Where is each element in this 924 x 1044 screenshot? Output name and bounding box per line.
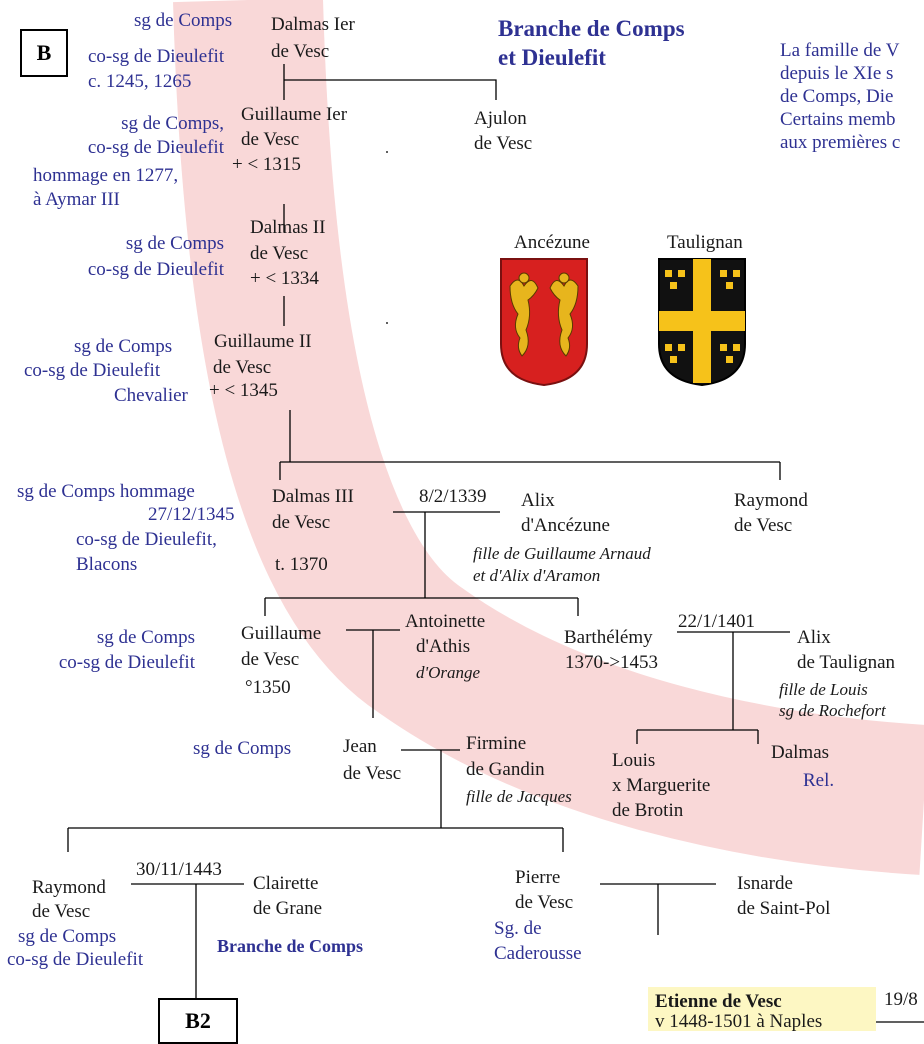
louis-name: Louis xyxy=(612,750,656,771)
guillaume2-name: Guillaume II xyxy=(214,331,312,352)
dalmas1-note-3: c. 1245, 1265 xyxy=(88,71,192,92)
raymond2-surname: de Vesc xyxy=(32,901,91,922)
alix-ancezune-father: fille de Guillaume Arnaud xyxy=(473,544,651,563)
alix-taulignan-surname: de Taulignan xyxy=(797,652,896,673)
raymond2-note-2: co-sg de Dieulefit xyxy=(7,949,144,970)
ajulon-surname: de Vesc xyxy=(474,133,533,154)
dalmas3-note-1: sg de Comps hommage xyxy=(17,481,195,502)
antoinette-name: Antoinette xyxy=(405,611,486,632)
raymond1-surname: de Vesc xyxy=(734,515,793,536)
pierre-surname: de Vesc xyxy=(515,892,574,913)
raymond2-note-1: sg de Comps xyxy=(18,926,117,947)
guillaume2-surname: de Vesc xyxy=(213,357,272,378)
marriage-date-barthelemy: 22/1/1401 xyxy=(678,611,756,632)
alix-ancezune-name: Alix xyxy=(521,490,555,511)
dalmas1-name: Dalmas Ier xyxy=(271,14,355,35)
guillaume3-birth: °1350 xyxy=(245,677,291,698)
antoinette-surname: d'Athis xyxy=(416,636,471,657)
dalmas2-note-2: co-sg de Dieulefit xyxy=(87,259,224,280)
isnarde-name: Isnarde xyxy=(737,873,793,894)
dalmas3-tested: t. 1370 xyxy=(275,554,328,575)
intro-line-4: Certains memb xyxy=(780,109,896,130)
alix-taulignan-name: Alix xyxy=(797,627,831,648)
barthelemy-dates: 1370->1453 xyxy=(565,652,659,673)
page-title: Branche de Comps xyxy=(498,16,685,41)
jean-surname: de Vesc xyxy=(343,763,402,784)
alix-taulignan-father: fille de Louis xyxy=(779,680,868,699)
intro-line-3: de Comps, Die xyxy=(780,86,894,107)
intro-line-1: La famille de V xyxy=(780,40,900,61)
etienne-name: Etienne de Vesc xyxy=(655,991,782,1012)
dalmas3-note-2: 27/12/1345 xyxy=(148,504,235,525)
etienne-marriage-date: 19/8 xyxy=(884,989,918,1010)
intro-line-2: depuis le XIe s xyxy=(780,63,894,84)
guillaume2-note-2: co-sg de Dieulefit xyxy=(24,360,161,381)
raymond2-name: Raymond xyxy=(32,877,106,898)
alix-ancezune-mother: et d'Alix d'Aramon xyxy=(473,566,601,585)
ancezune-shield-icon xyxy=(500,258,588,387)
barthelemy-name: Barthélémy xyxy=(564,627,653,648)
dalmas3-surname: de Vesc xyxy=(272,512,331,533)
guillaume3-surname: de Vesc xyxy=(241,649,300,670)
clairette-surname: de Grane xyxy=(253,898,323,919)
guillaume1-name: Guillaume Ier xyxy=(241,104,348,125)
intro-line-5: aux premières c xyxy=(780,132,901,153)
guillaume1-death: + < 1315 xyxy=(232,154,301,175)
etienne-dates: v 1448-1501 à Naples xyxy=(655,1011,823,1032)
guillaume2-note-3: Chevalier xyxy=(114,385,188,406)
dalmas2-note-1: sg de Comps xyxy=(125,233,224,254)
guillaume3-note-2: co-sg de Dieulefit xyxy=(58,652,195,673)
jean-note: sg de Comps xyxy=(193,738,292,759)
guillaume3-note-1: sg de Comps xyxy=(96,627,195,648)
ajulon-name: Ajulon xyxy=(474,108,527,129)
dalmas3-note-4: Blacons xyxy=(76,554,138,575)
firmine-name: Firmine xyxy=(466,733,527,754)
branch-link-comps[interactable]: Branche de Comps xyxy=(217,936,364,956)
louis-spouse-surname: de Brotin xyxy=(612,800,684,821)
guillaume2-note-1: sg de Comps xyxy=(74,336,173,357)
guillaume1-note-3: hommage en 1277, xyxy=(33,165,179,186)
dalmas1-surname: de Vesc xyxy=(271,41,330,62)
guillaume1-note-4: à Aymar III xyxy=(33,189,120,210)
alix-taulignan-title: sg de Rochefort xyxy=(779,701,886,720)
raymond1-name: Raymond xyxy=(734,490,808,511)
antoinette-origin: d'Orange xyxy=(416,663,481,682)
taulignan-shield-icon xyxy=(658,258,746,387)
arms-label-taulignan: Taulignan xyxy=(667,232,743,253)
firmine-father: fille de Jacques xyxy=(466,787,572,806)
dalmas1-note-2: co-sg de Dieulefit xyxy=(88,46,225,67)
isnarde-surname: de Saint-Pol xyxy=(737,898,831,919)
firmine-surname: de Gandin xyxy=(466,759,545,780)
dalmas3-name: Dalmas III xyxy=(272,486,354,507)
dalmas2-death: + < 1334 xyxy=(250,268,319,289)
dalmas4-note: Rel. xyxy=(803,770,835,791)
page-title-line2: et Dieulefit xyxy=(498,45,606,70)
guillaume1-note-2: co-sg de Dieulefit xyxy=(87,137,224,158)
guillaume1-surname: de Vesc xyxy=(241,129,300,150)
dalmas4-name: Dalmas xyxy=(771,742,830,763)
branch-box-b2[interactable]: B2 xyxy=(158,998,238,1044)
branch-box-b: B xyxy=(20,29,68,77)
etienne-highlight xyxy=(648,987,876,1031)
dalmas1-note-1: sg de Comps xyxy=(134,10,233,31)
jean-name: Jean xyxy=(343,736,377,757)
pierre-name: Pierre xyxy=(515,867,561,888)
guillaume1-note-1: sg de Comps, xyxy=(121,113,224,134)
louis-spouse: x Marguerite xyxy=(612,775,711,796)
marriage-date-raymond2: 30/11/1443 xyxy=(136,859,222,880)
alix-ancezune-surname: d'Ancézune xyxy=(521,515,610,536)
clairette-name: Clairette xyxy=(253,873,319,894)
marriage-date-dalmas3: 8/2/1339 xyxy=(419,486,487,507)
dalmas3-note-3: co-sg de Dieulefit, xyxy=(76,529,217,550)
dalmas2-name: Dalmas II xyxy=(250,217,326,238)
guillaume3-name: Guillaume xyxy=(241,623,322,644)
arms-label-ancezune: Ancézune xyxy=(514,232,590,253)
dalmas2-surname: de Vesc xyxy=(250,243,309,264)
pierre-note-2: Caderousse xyxy=(494,943,582,964)
guillaume2-death: + < 1345 xyxy=(209,380,278,401)
pierre-note-1: Sg. de xyxy=(494,918,542,939)
